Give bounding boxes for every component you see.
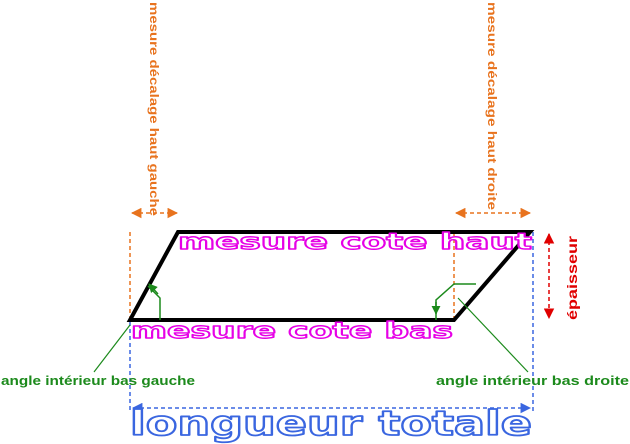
- angle-right-leader: [457, 297, 529, 373]
- top-side-label: mesure cote haut: [178, 230, 533, 255]
- thickness-label: épaisseur: [564, 235, 580, 320]
- angle-left-leader: [93, 324, 131, 373]
- bottom-side-label: mesure cote bas: [131, 319, 453, 344]
- angle-left-arrow: [148, 283, 159, 295]
- angle-bottom-left-label: angle intérieur bas gauche: [1, 373, 195, 388]
- angle-bottom-right-label: angle intérieur bas droite: [436, 373, 629, 388]
- angle-left-mark: [147, 285, 161, 320]
- offset-top-left-label: mesure décalage haut gauche: [147, 2, 159, 216]
- total-length-label: longueur totale: [130, 404, 532, 444]
- parallelogram-shape: [126, 230, 535, 322]
- offset-top-right-label: mesure décalage haut droite: [485, 2, 497, 210]
